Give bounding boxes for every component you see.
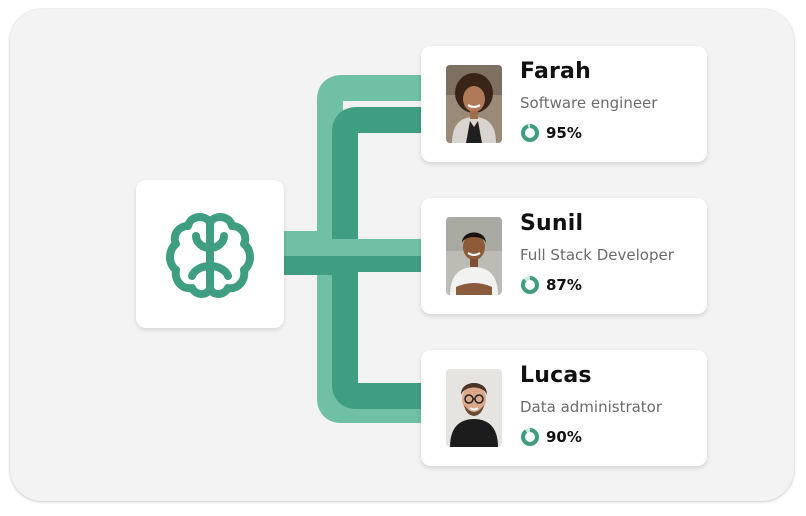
connector-to-farah — [284, 75, 424, 257]
candidate-role: Data administrator — [520, 398, 663, 416]
avatar — [446, 217, 502, 295]
match-score: 95% — [520, 123, 582, 143]
score-value: 90% — [546, 428, 582, 446]
candidate-name: Farah — [520, 59, 591, 84]
woman-portrait-icon — [446, 65, 502, 143]
candidate-role: Software engineer — [520, 94, 658, 112]
candidate-card-lucas[interactable]: Lucas Data administrator 90% — [421, 350, 707, 466]
match-score: 87% — [520, 275, 582, 295]
avatar — [446, 65, 502, 143]
man-glasses-portrait-icon — [446, 369, 502, 447]
candidate-role: Full Stack Developer — [520, 246, 674, 264]
avatar — [446, 369, 502, 447]
candidate-name: Lucas — [520, 363, 592, 388]
score-ring-icon — [521, 276, 539, 294]
score-value: 95% — [546, 124, 582, 142]
score-ring-icon — [521, 124, 539, 142]
candidate-name: Sunil — [520, 211, 584, 236]
brain-hub-card — [136, 180, 284, 328]
brain-icon — [166, 213, 254, 298]
score-value: 87% — [546, 276, 582, 294]
score-ring-icon — [521, 428, 539, 446]
candidate-card-sunil[interactable]: Sunil Full Stack Developer 87% — [421, 198, 707, 314]
man-portrait-icon — [446, 217, 502, 295]
connector-to-lucas — [284, 231, 424, 423]
candidate-card-farah[interactable]: Farah Software engineer 95% — [421, 46, 707, 162]
match-score: 90% — [520, 427, 582, 447]
